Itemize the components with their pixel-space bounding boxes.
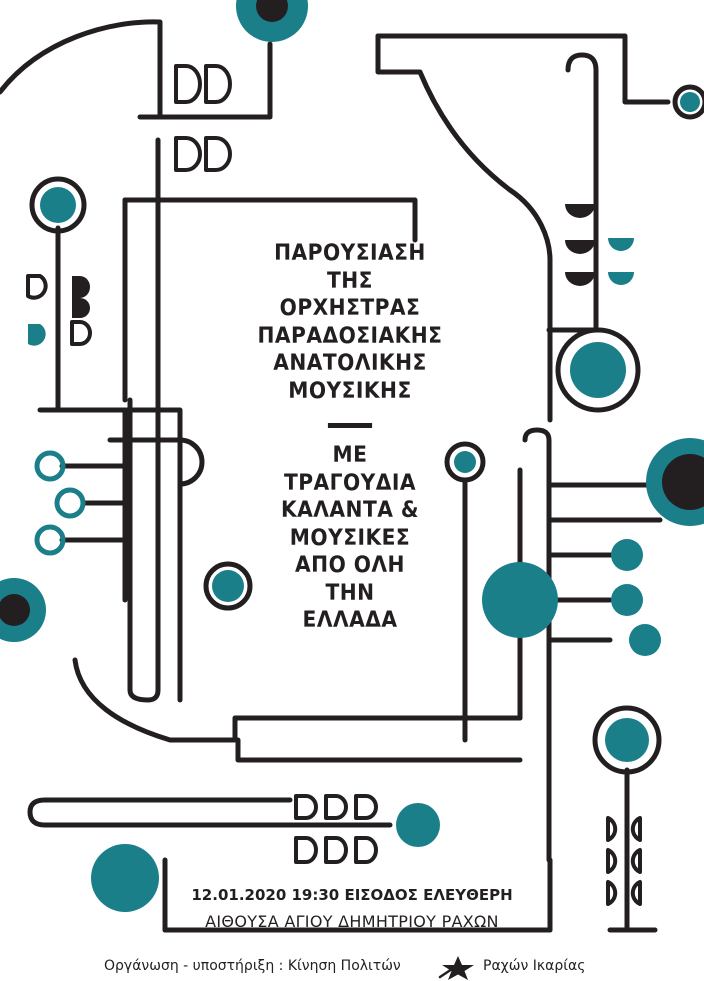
subtitle-line: ΚΑΛΑΝΤΑ & (281, 498, 419, 523)
subtitle-line: ΤΗΝ (325, 580, 375, 606)
title-line: ΤΗΣ (327, 268, 373, 294)
title-line: ΠΑΡΟΥΣΙΑΣΗ (274, 241, 426, 266)
title-block: ΠΑΡΟΥΣΙΑΣΗ ΤΗΣ ΟΡΧΗΣΤΡΑΣ ΠΑΡΑΔΟΣΙΑΚΗΣ ΑΝ… (235, 240, 465, 635)
subtitle-line: ΤΡΑΓΟΥΔΙΑ (283, 470, 417, 496)
title-line: ΟΡΧΗΣΤΡΑΣ (279, 296, 421, 321)
organizer-place: Ραχών Ικαρίας (483, 958, 586, 974)
subtitle-line: ΕΛΛΑΔΑ (302, 608, 398, 633)
subtitle-line: ΜΟΥΣΙΚΕΣ (289, 525, 411, 551)
title-divider (327, 423, 373, 428)
organizer-text: Οργάνωση - υποστήριξη : Κίνηση Πολιτών (104, 958, 401, 974)
subtitle-line: ΑΠΟ ΟΛΗ (295, 553, 405, 578)
subtitle-line: ΜΕ (332, 443, 368, 468)
title-line: ΜΟΥΣΙΚΗΣ (288, 378, 412, 404)
title-line: ΑΝΑΤΟΛΙΚΗΣ (273, 351, 427, 376)
event-datetime: 12.01.2020 19:30 ΕΙΣΟΔΟΣ ΕΛΕΥΘΕΡΗ (191, 886, 513, 904)
title-line: ΠΑΡΑΔΟΣΙΑΚΗΣ (257, 323, 443, 349)
event-venue: ΑΙΘΟΥΣΑ ΑΓΙΟΥ ΔΗΜΗΤΡΙΟΥ ΡΑΧΩΝ (205, 912, 499, 931)
star-icon (438, 955, 478, 981)
footer: Οργάνωση - υποστήριξη : Κίνηση Πολιτών Ρ… (0, 955, 704, 981)
